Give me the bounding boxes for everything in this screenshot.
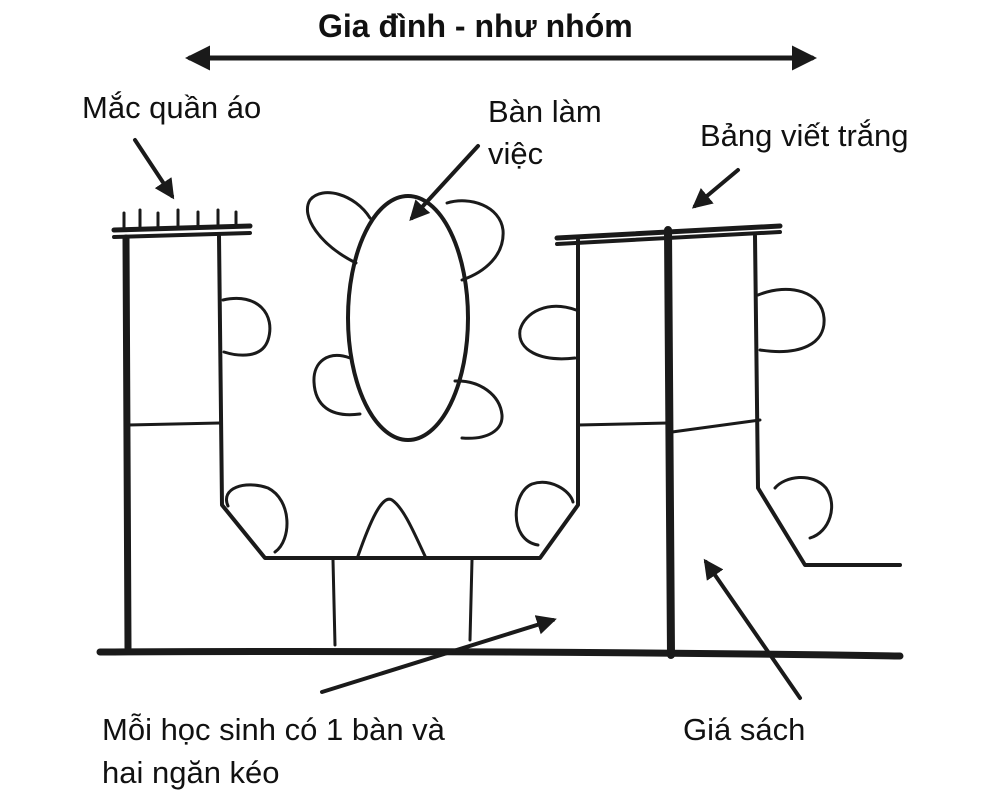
coat-rack-label: Mắc quần áo (82, 90, 262, 125)
floor-line (96, 648, 904, 660)
student-desk-arrow (320, 615, 557, 694)
student-desk-label-line2: hai ngăn kéo (102, 755, 280, 790)
student-desk-label-line1: Mỗi học sinh có 1 bàn và (102, 712, 445, 747)
diagram-title: Gia đình - như nhóm (318, 8, 633, 44)
bookshelf-label: Giá sách (683, 712, 806, 747)
central-table (305, 191, 505, 442)
whiteboard-arrow (691, 168, 740, 209)
coat-rack-arrow (133, 138, 175, 200)
bookshelf-arrow (703, 558, 802, 700)
desk-arrow (409, 144, 480, 221)
desk-label-line1: Bàn làm (488, 94, 602, 129)
chairs-left (221, 297, 578, 558)
desk-label-line2: việc (488, 136, 544, 171)
right-desk-cluster (554, 223, 902, 659)
left-desk-cluster (111, 208, 580, 652)
whiteboard-label: Bảng viết trắng (700, 118, 909, 153)
